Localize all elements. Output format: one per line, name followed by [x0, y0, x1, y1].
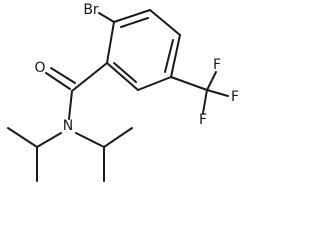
fluorine-label-top: F	[213, 57, 221, 73]
c-f2-bond	[206, 89, 229, 97]
bromine-label: Br	[83, 2, 99, 18]
fluorine-label-right: F	[231, 89, 239, 105]
benzene-ring	[106, 9, 181, 91]
ring-double-bond-a	[120, 17, 149, 28]
chemical-structure-diagram: Br O N F F F	[7, 2, 239, 182]
carbonyl-double-bond-2	[50, 67, 76, 84]
ring-double-bond-c	[113, 62, 137, 83]
fluorine-label-bottom: F	[199, 112, 207, 128]
n-right-ch-bond	[75, 132, 105, 148]
ring-bond-2	[149, 9, 181, 36]
ring-bond-4	[137, 76, 172, 91]
carbonyl-n-bond	[68, 90, 73, 120]
oxygen-label: O	[34, 60, 45, 76]
c-f3-bond	[202, 89, 208, 114]
c-br-bond	[98, 12, 115, 23]
ring-bond-5	[106, 62, 139, 91]
c-f1-bond	[206, 71, 217, 91]
right-ch-methyl-up	[103, 127, 133, 148]
ring-bond-6	[106, 21, 115, 64]
ring-carbonyl-bond	[71, 62, 108, 92]
ring-double-bond-b	[164, 39, 174, 73]
left-ch-methyl-up	[7, 127, 38, 148]
ring-cf3-bond	[170, 76, 208, 91]
nitrogen-label: N	[63, 118, 73, 134]
n-left-ch-bond	[36, 132, 62, 148]
ring-bond-3	[170, 34, 181, 78]
carbonyl-double-bond-1	[45, 72, 71, 90]
ring-bond-1	[113, 9, 151, 23]
